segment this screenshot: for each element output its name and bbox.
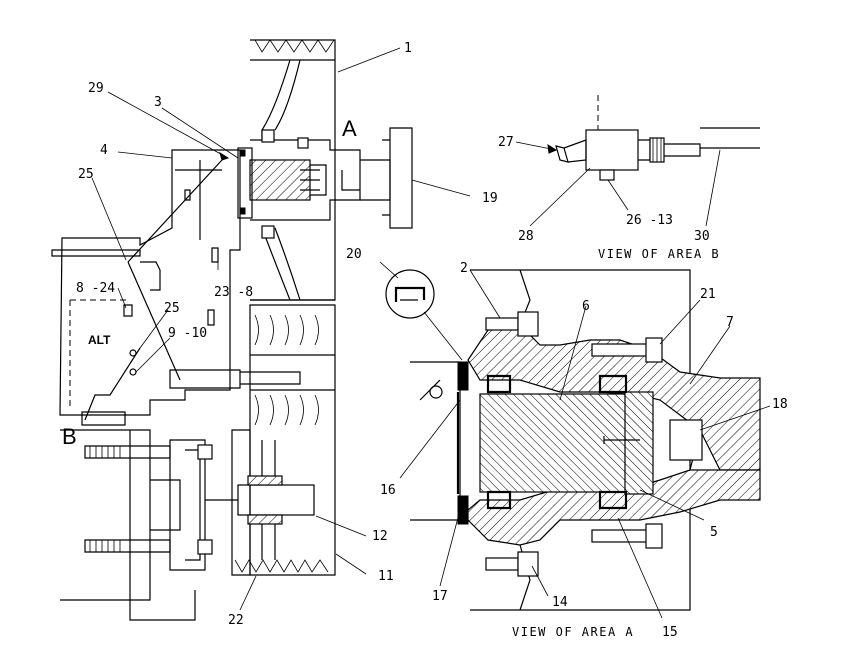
end-cap	[624, 391, 654, 495]
callout-9-10: 9 -10	[168, 326, 207, 341]
callout-17: 17	[432, 589, 448, 604]
callout-8-24: 8 -24	[76, 281, 115, 296]
dowel	[429, 385, 443, 399]
callout-25-upper: 25	[78, 167, 94, 182]
nut	[197, 444, 213, 460]
mount-nut	[599, 169, 615, 181]
stud-lower	[84, 539, 171, 553]
callout-25-lower: 25	[164, 301, 180, 316]
callout-14: 14	[552, 595, 568, 610]
adjusting-rod	[127, 159, 223, 263]
alt-wire	[84, 347, 141, 421]
lower-hub	[205, 475, 315, 525]
mounting-arm	[169, 369, 241, 389]
main-assembly-view	[51, 39, 471, 621]
engine-housing	[51, 149, 241, 416]
callout-12: 12	[372, 529, 388, 544]
callout-11: 11	[378, 569, 394, 584]
callout-19: 19	[482, 191, 498, 206]
callout-26-13: 26 -13	[626, 213, 673, 228]
callout-18: 18	[772, 397, 788, 412]
callout-22: 22	[228, 613, 244, 628]
callout-6: 6	[582, 299, 590, 314]
pulley-lower	[231, 304, 336, 576]
callout-3: 3	[154, 95, 162, 110]
pulley-upper	[250, 39, 336, 301]
arm-bolt	[240, 371, 301, 385]
caption-view-area-a: VIEW OF AREA A	[512, 625, 634, 639]
area-label-b: B	[62, 424, 77, 449]
view-captions: VIEW OF AREA B VIEW OF AREA A	[512, 247, 720, 639]
plug	[669, 419, 703, 461]
seal	[457, 495, 469, 525]
callout-16: 16	[380, 483, 396, 498]
callout-21: 21	[700, 287, 716, 302]
adapter-plate	[410, 361, 461, 521]
view-area-b	[515, 95, 760, 227]
callout-29: 29	[88, 81, 104, 96]
lower-mount-block	[60, 429, 213, 621]
callout-28: 28	[518, 229, 534, 244]
callout-15: 15	[662, 625, 678, 640]
caption-view-area-b: VIEW OF AREA B	[598, 247, 720, 261]
stud-upper	[84, 445, 171, 459]
shaft	[479, 393, 631, 493]
callout-4: 4	[100, 143, 108, 158]
callout-2: 2	[460, 261, 468, 276]
hub-upper-casting	[467, 324, 761, 471]
callout-1: 1	[404, 41, 412, 56]
upper-hub	[237, 127, 413, 239]
bolts	[485, 311, 703, 577]
seal	[457, 361, 469, 391]
sensor-body	[585, 129, 639, 171]
callout-30: 30	[694, 229, 710, 244]
callout-23-8: 23 -8	[214, 285, 253, 300]
bearing	[598, 374, 628, 394]
view-area-a	[379, 261, 771, 619]
leaders-area-a	[399, 269, 771, 619]
callout-7: 7	[726, 315, 734, 330]
bolt-head	[297, 137, 309, 149]
nut	[197, 539, 213, 555]
brace	[127, 261, 181, 381]
bearing	[486, 374, 512, 394]
wire-clip	[129, 368, 137, 376]
coupling	[360, 159, 391, 201]
bolt-head	[261, 225, 275, 239]
flange	[389, 127, 413, 229]
leaders-main	[91, 47, 471, 611]
bolt-head	[261, 129, 275, 143]
area-label-a: A	[342, 116, 357, 141]
area-markers: A B ALT	[62, 116, 357, 449]
elbow-fitting	[555, 145, 569, 163]
alternator-label: ALT	[88, 333, 111, 347]
callout-20: 20	[346, 247, 362, 262]
callout-5: 5	[710, 525, 718, 540]
terminal-block	[81, 411, 126, 426]
detail-bubble	[385, 269, 435, 319]
callout-numbers: 1 29 3 4 25 19 23 -8 8 -24 25 9 -10 12 1…	[76, 41, 788, 640]
bearing	[486, 490, 512, 510]
wire-clip	[129, 349, 137, 357]
callout-27: 27	[498, 135, 514, 150]
bearing	[598, 490, 628, 510]
